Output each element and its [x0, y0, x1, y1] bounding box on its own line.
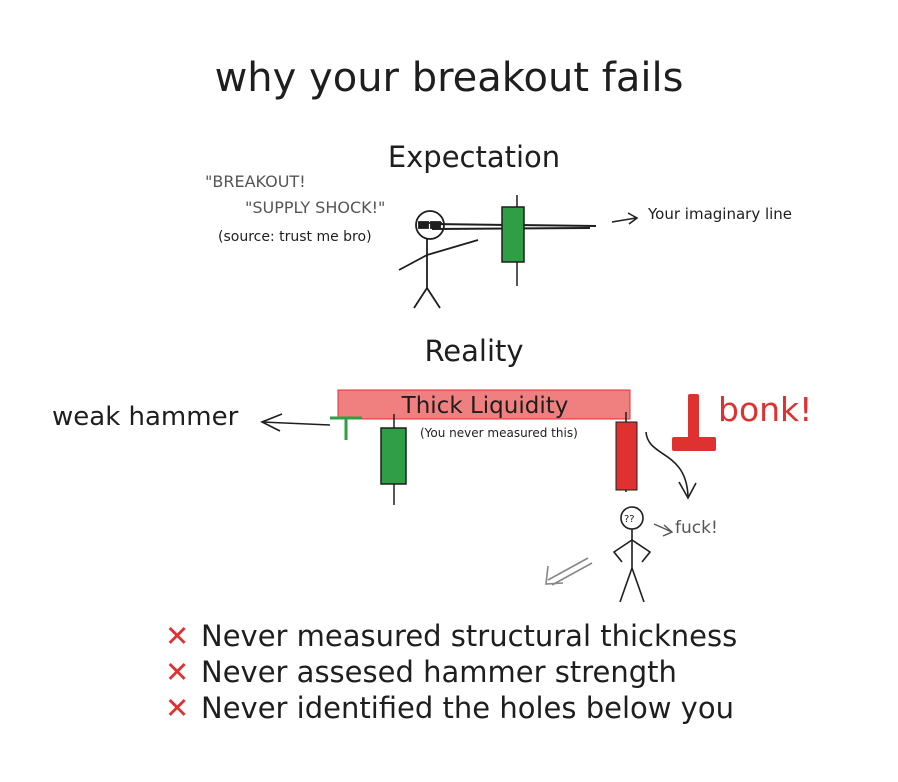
- failure-item: ✕ Never assesed hammer strength: [165, 654, 737, 690]
- thick-liquidity-band: [337, 389, 631, 420]
- arrow-right-icon: [611, 212, 639, 225]
- quote-supply-shock: "SUPPLY SHOCK!": [245, 198, 386, 217]
- expectation-heading: Expectation: [387, 140, 561, 174]
- stick-figure-falling: [612, 506, 652, 603]
- fuck-label: fuck!: [675, 518, 718, 538]
- never-measured-note: (You never measured this): [420, 426, 578, 440]
- failure-list: ✕ Never measured structural thickness ✕ Ne…: [165, 618, 737, 726]
- failure-item: ✕ Never measured structural thickness: [165, 618, 737, 654]
- weak-hammer-label: weak hammer: [52, 402, 239, 432]
- failure-text: Never identified the holes below you: [201, 691, 734, 725]
- failure-item: ✕ Never identified the holes below you: [165, 690, 737, 726]
- arrow-left-icon: [260, 413, 331, 432]
- cross-icon: ✕: [165, 655, 190, 689]
- reality-heading: Reality: [424, 334, 524, 368]
- failure-text: Never measured structural thickness: [201, 619, 738, 653]
- thick-liquidity-label: Thick Liquidity: [401, 393, 569, 419]
- falling-arrow-icon: [645, 431, 697, 500]
- cross-icon: ✕: [165, 619, 190, 653]
- weak-hammer-candle: [330, 416, 362, 440]
- failure-text: Never assesed hammer strength: [201, 655, 677, 689]
- arrow-down-left-icon: [545, 557, 593, 586]
- quote-breakout: "BREAKOUT!: [205, 172, 306, 191]
- bonk-label: bonk!: [718, 390, 813, 429]
- stick-figure-confident: [398, 210, 479, 309]
- cross-icon: ✕: [165, 691, 190, 725]
- expectation-green-candle: [501, 195, 525, 286]
- source-note: (source: trust me bro): [218, 229, 372, 245]
- page-title: why your breakout fails: [214, 55, 684, 101]
- bonk-hammer: [672, 394, 716, 451]
- imaginary-line-label: Your imaginary line: [648, 205, 793, 223]
- reality-green-candle: [380, 414, 407, 505]
- arrow-to-fuck-icon: [653, 523, 674, 537]
- reality-red-candle: [615, 412, 638, 492]
- confused-face-text: ??: [624, 514, 635, 525]
